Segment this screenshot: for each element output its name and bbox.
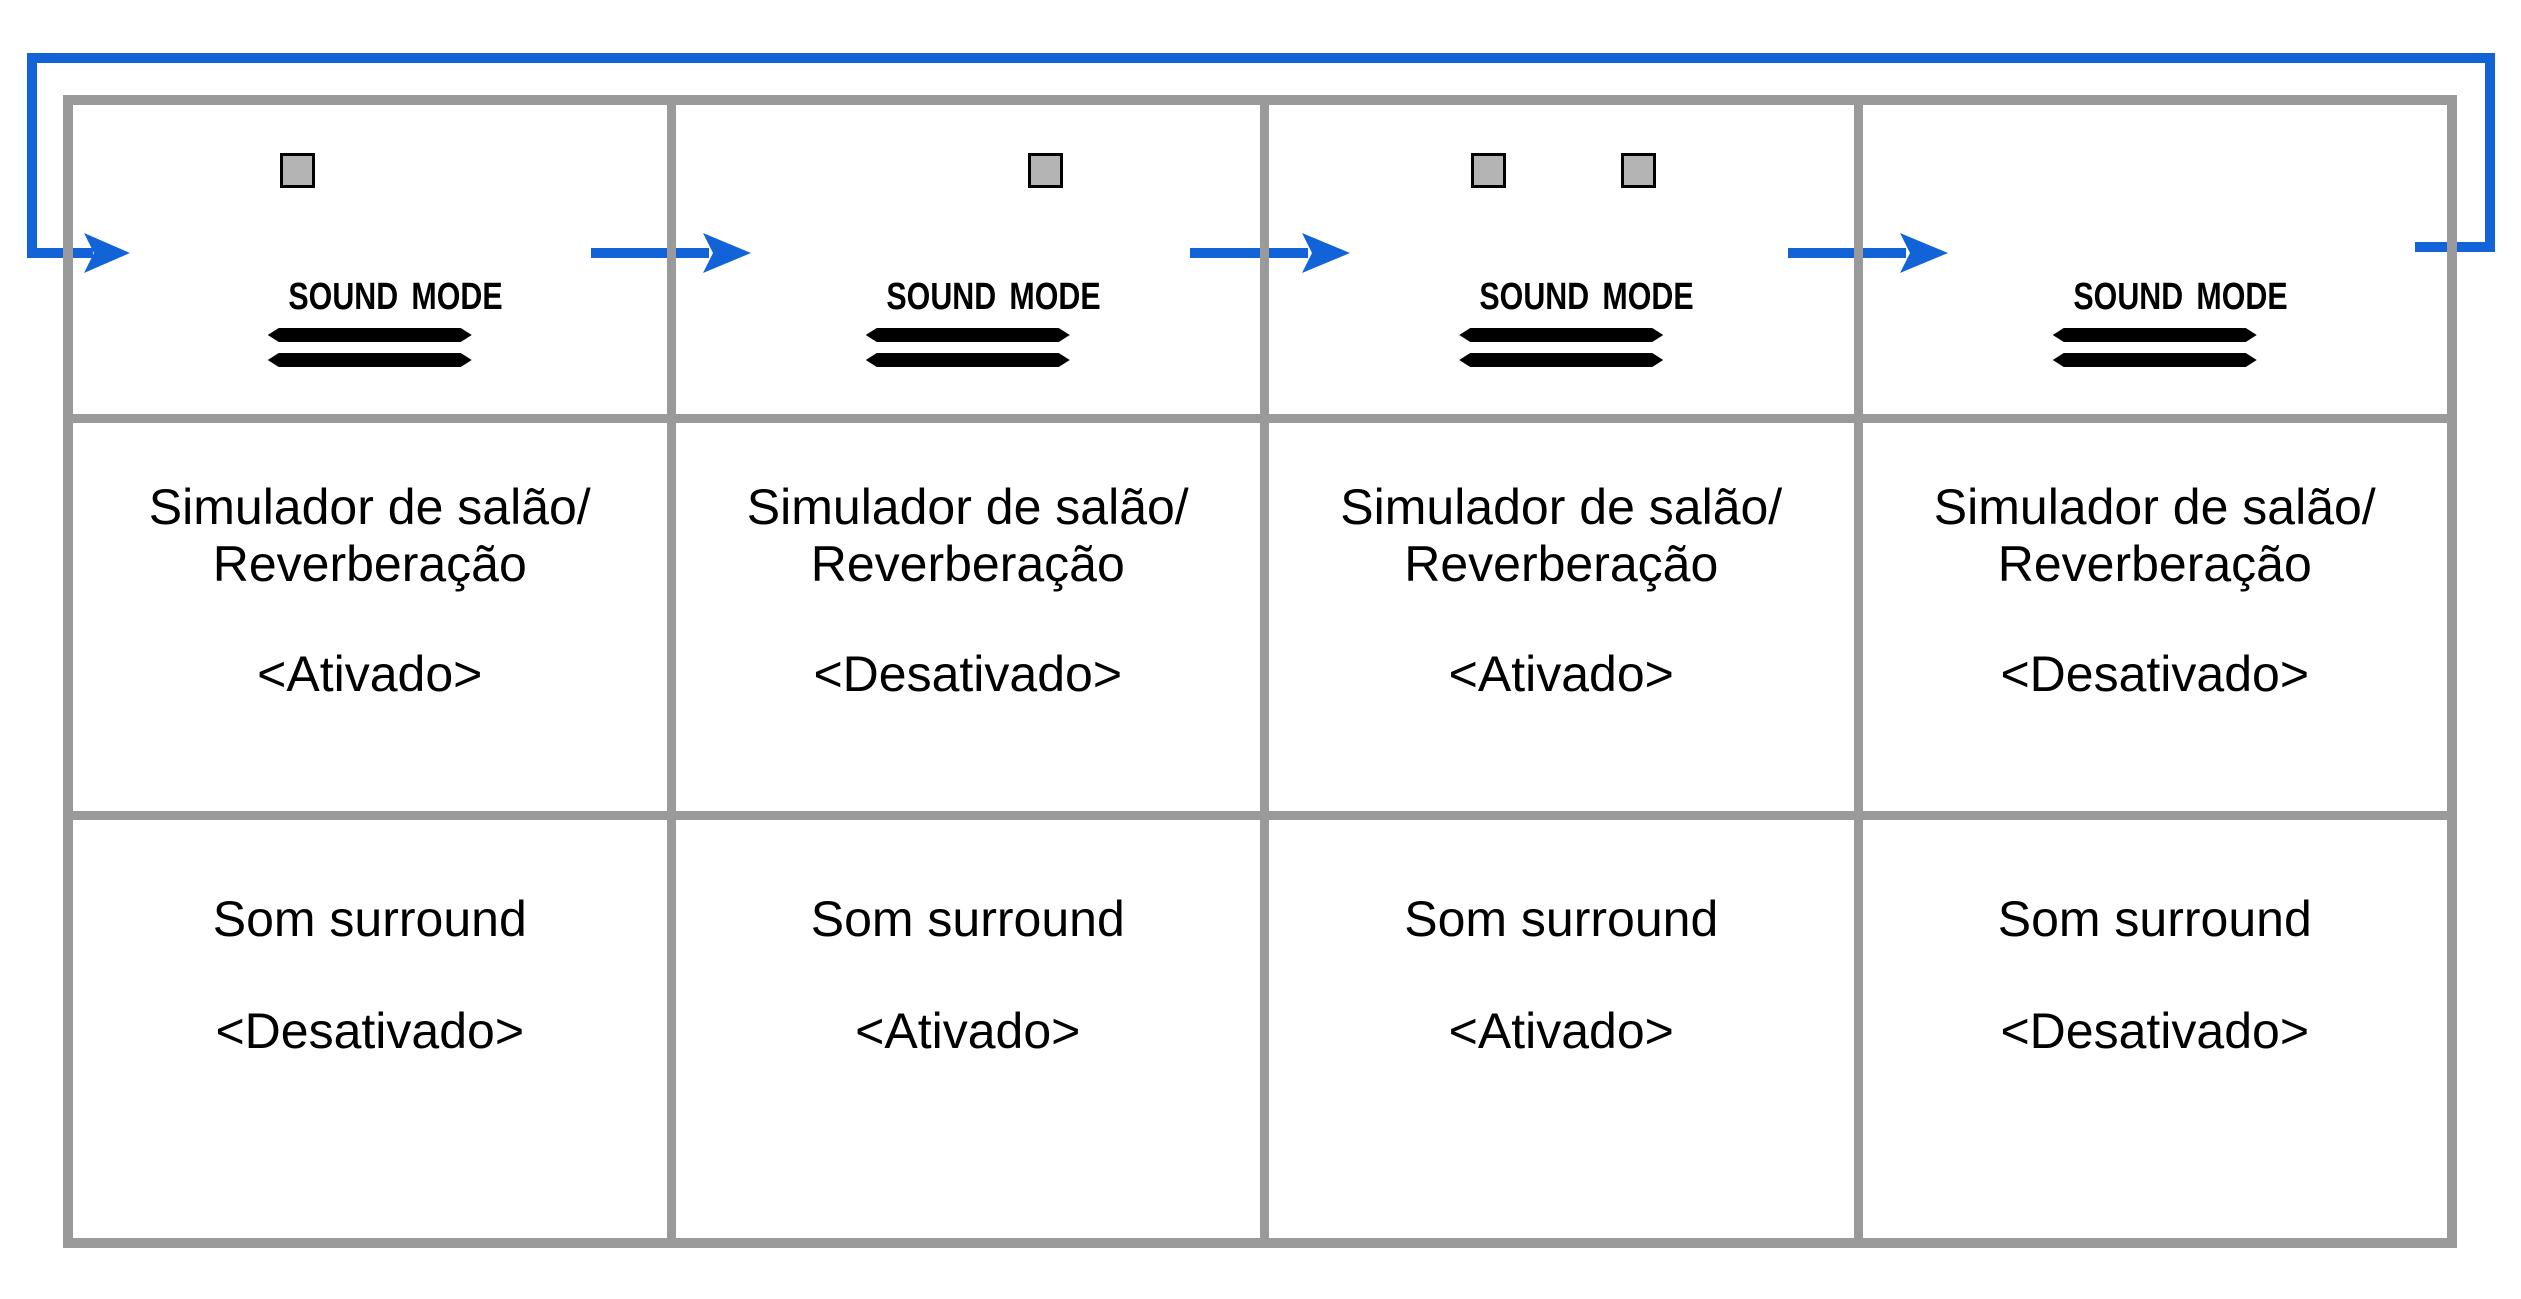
surround-feature-status: <Ativado> <box>855 1003 1081 1059</box>
state4-button-cell: SOUND MODE <box>1853 105 2448 414</box>
surround-indicator-square <box>1621 153 1657 188</box>
hall-feature-label: Simulador de salão/ Reverberação <box>746 479 1189 592</box>
sound-mode-button[interactable]: SOUND MODE <box>268 276 503 367</box>
hall-indicator-square <box>1471 153 1507 188</box>
sound-mode-bar-icon <box>866 353 1070 367</box>
hall-feature-status: <Desativado> <box>2000 646 2310 702</box>
surround-feature-label: Som surround <box>1404 891 1719 947</box>
hall-feature-label: Simulador de salão/ Reverberação <box>148 479 591 592</box>
cycle-line-left <box>27 53 37 258</box>
sound-mode-state-table: SOUND MODE SOUND MODE SOUND MODE <box>63 95 2457 1248</box>
surround-feature-status: <Ativado> <box>1448 1003 1674 1059</box>
hall-feature-status: <Ativado> <box>1448 646 1674 702</box>
sound-mode-button[interactable]: SOUND MODE <box>866 276 1101 367</box>
state3-hall-cell: Simulador de salão/ Reverberação <Ativad… <box>1260 414 1854 811</box>
surround-feature-label: Som surround <box>1997 891 2312 947</box>
state3-surround-cell: Som surround <Ativado> <box>1260 811 1854 1238</box>
sound-mode-label: SOUND MODE <box>1479 276 1694 318</box>
state1-surround-cell: Som surround <Desativado> <box>73 811 667 1238</box>
sound-mode-bar-icon <box>1459 353 1663 367</box>
surround-feature-status: <Desativado> <box>2000 1003 2310 1059</box>
state1-button-cell: SOUND MODE <box>73 105 667 414</box>
flow-arrow-icon <box>27 231 130 275</box>
state2-surround-cell: Som surround <Ativado> <box>666 811 1260 1238</box>
hall-feature-status: <Desativado> <box>813 646 1123 702</box>
hall-indicator-square <box>279 153 315 188</box>
hall-feature-label: Simulador de salão/ Reverberação <box>1933 479 2376 592</box>
surround-indicator-square <box>1027 153 1063 188</box>
cycle-line-top <box>27 53 2495 63</box>
flow-arrow-icon <box>591 231 751 275</box>
sound-mode-label: SOUND MODE <box>288 276 503 318</box>
sound-mode-bar-icon <box>268 353 472 367</box>
state1-hall-cell: Simulador de salão/ Reverberação <Ativad… <box>73 414 667 811</box>
sound-mode-button[interactable]: SOUND MODE <box>2053 276 2288 367</box>
state3-button-cell: SOUND MODE <box>1260 105 1854 414</box>
flow-arrow-icon <box>1190 231 1350 275</box>
hall-feature-status: <Ativado> <box>257 646 483 702</box>
state2-button-cell: SOUND MODE <box>666 105 1261 414</box>
sound-mode-label: SOUND MODE <box>886 276 1101 318</box>
sound-mode-bar-icon <box>866 328 1070 342</box>
surround-feature-status: <Desativado> <box>215 1003 525 1059</box>
sound-mode-bar-icon <box>2053 328 2257 342</box>
cycle-line-right <box>2485 53 2495 252</box>
state4-hall-cell: Simulador de salão/ Reverberação <Desati… <box>1853 414 2447 811</box>
sound-mode-bar-icon <box>268 328 472 342</box>
sound-mode-bar-icon <box>1459 328 1663 342</box>
state4-surround-cell: Som surround <Desativado> <box>1853 811 2447 1238</box>
hall-feature-label: Simulador de salão/ Reverberação <box>1340 479 1783 592</box>
sound-mode-bar-icon <box>2053 353 2257 367</box>
flow-arrow-icon <box>1788 231 1948 275</box>
surround-feature-label: Som surround <box>810 891 1125 947</box>
surround-feature-label: Som surround <box>212 891 527 947</box>
sound-mode-button[interactable]: SOUND MODE <box>1459 276 1694 367</box>
state2-hall-cell: Simulador de salão/ Reverberação <Desati… <box>666 414 1260 811</box>
sound-mode-label: SOUND MODE <box>2073 276 2288 318</box>
